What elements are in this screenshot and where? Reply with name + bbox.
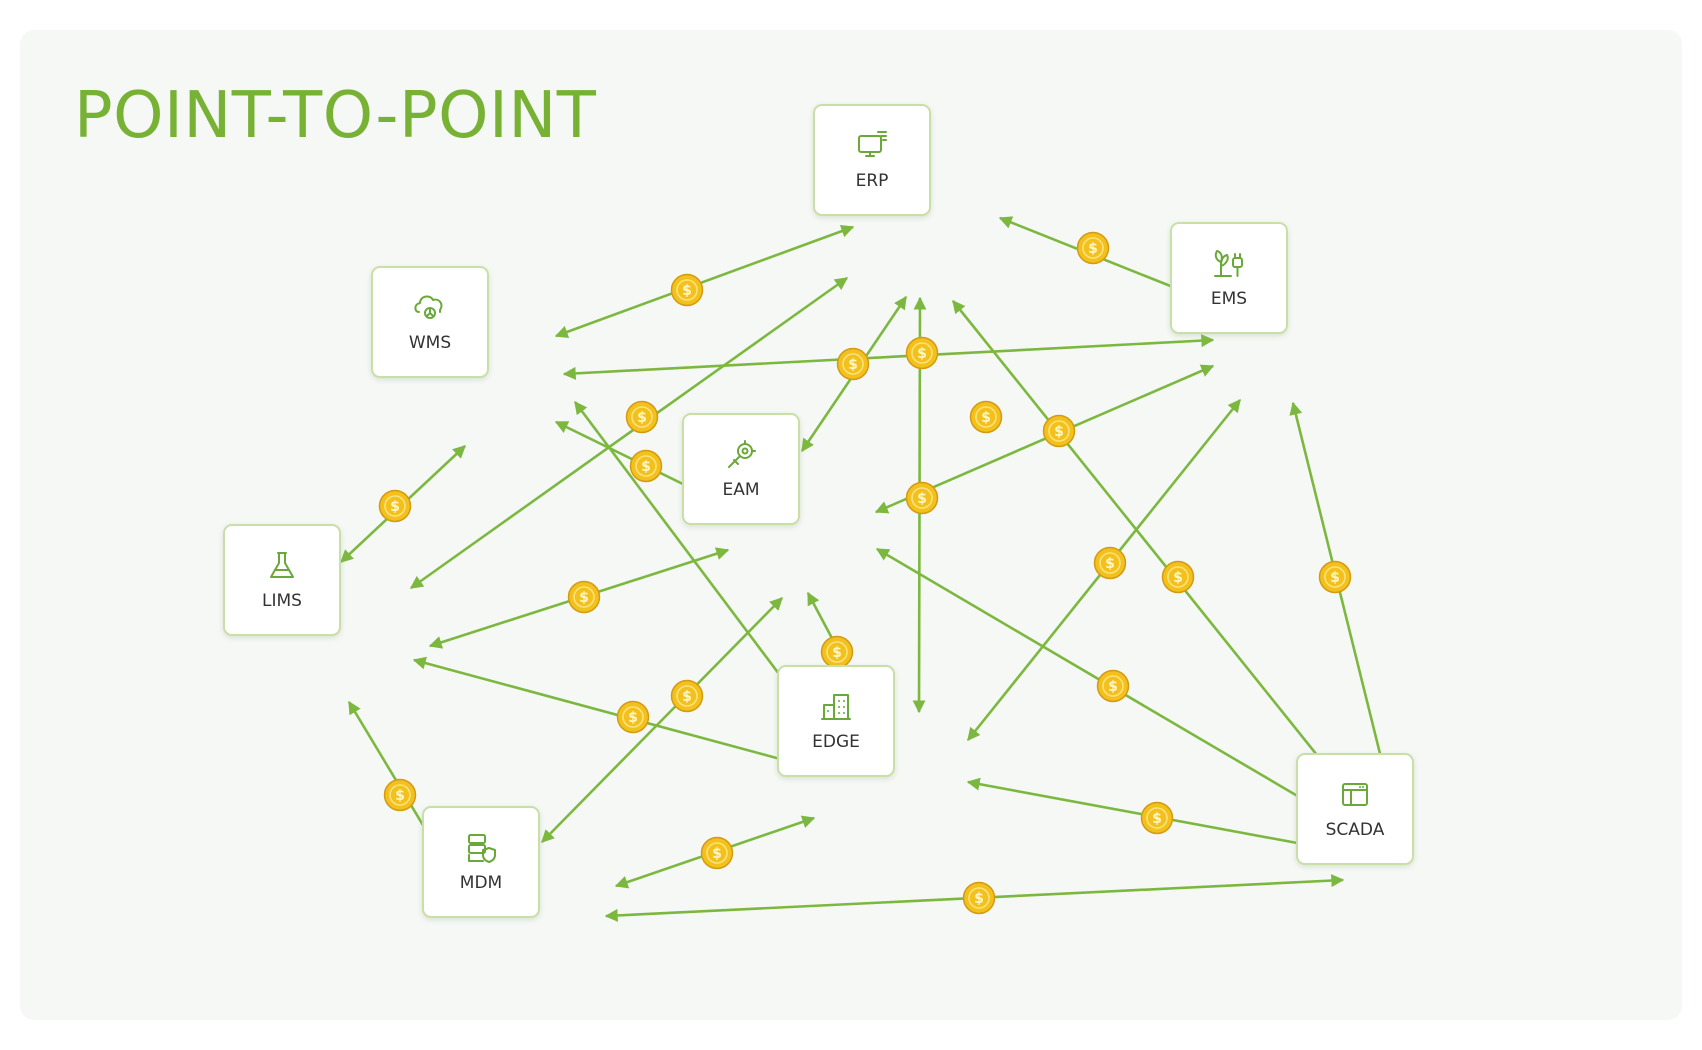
coin-icon: $ (836, 347, 870, 381)
node-eam: EAM (682, 413, 800, 525)
building-icon (821, 694, 851, 720)
connection-arrow (562, 334, 1215, 380)
svg-text:$: $ (1088, 241, 1098, 257)
coin-icon: $ (629, 449, 663, 483)
svg-text:$: $ (712, 846, 722, 862)
node-box (813, 104, 931, 216)
svg-text:$: $ (832, 645, 842, 661)
node-box (777, 665, 895, 777)
connection-arrow (554, 224, 855, 339)
coin-icon: $ (962, 881, 996, 915)
diagram-title: POINT-TO-POINT (74, 79, 597, 153)
coin-icon: $ (1161, 560, 1195, 594)
coin-icon: $ (670, 679, 704, 713)
coin-icon: $ (1140, 801, 1174, 835)
svg-text:$: $ (395, 788, 405, 804)
coin-icon: $ (1096, 669, 1130, 703)
coin-icon: $ (1042, 414, 1076, 448)
node-box (223, 524, 341, 636)
browser-window-icon (1342, 783, 1368, 806)
node-lims: LIMS (223, 524, 341, 636)
node-wms: WMS (371, 266, 489, 378)
node-mdm: MDM (422, 806, 540, 918)
plant-plug-icon (1214, 250, 1243, 277)
monitor-icon (858, 131, 887, 157)
node-label: EDGE (812, 732, 860, 752)
coin-icon: $ (905, 481, 939, 515)
node-edge: EDGE (777, 665, 895, 777)
cost-coins: $ $ $ $ $ $ $ $ $ $ $ $ $ $ $ $ $ $ $ $ $ $ (378, 231, 1352, 915)
node-label: EMS (1211, 289, 1247, 309)
node-erp: ERP (813, 104, 931, 216)
node-label: WMS (409, 333, 451, 353)
svg-text:$: $ (641, 459, 651, 475)
coin-icon: $ (1318, 560, 1352, 594)
node-ems: EMS (1170, 222, 1288, 334)
svg-text:$: $ (682, 689, 692, 705)
svg-text:$: $ (1105, 556, 1115, 572)
node-box (1170, 222, 1288, 334)
node-label: SCADA (1326, 820, 1385, 840)
svg-text:$: $ (579, 590, 589, 606)
system-nodes: ERP EMS WMS EAM LIMS EDGE MDM SCADA (223, 104, 1414, 918)
coin-icon: $ (820, 635, 854, 669)
svg-text:$: $ (628, 710, 638, 726)
node-box (682, 413, 800, 525)
coin-icon: $ (616, 700, 650, 734)
coin-icon: $ (905, 336, 939, 370)
coin-icon: $ (670, 273, 704, 307)
node-label: EAM (722, 480, 759, 500)
cloud-network-icon (414, 295, 443, 319)
node-label: LIMS (262, 591, 302, 611)
coin-icon: $ (700, 836, 734, 870)
svg-text:$: $ (637, 410, 647, 426)
svg-text:$: $ (1173, 570, 1183, 586)
svg-text:$: $ (390, 499, 400, 515)
coin-icon: $ (383, 778, 417, 812)
coin-icon: $ (625, 400, 659, 434)
coin-icon: $ (378, 489, 412, 523)
coin-icon: $ (567, 580, 601, 614)
server-shield-icon (468, 834, 496, 863)
coin-icon: $ (1076, 231, 1110, 265)
node-label: MDM (460, 873, 502, 893)
svg-text:$: $ (1152, 811, 1162, 827)
coin-icon: $ (1093, 546, 1127, 580)
svg-text:$: $ (917, 346, 927, 362)
connection-arrow (951, 299, 1347, 792)
svg-text:$: $ (981, 410, 991, 426)
node-label: ERP (856, 171, 889, 191)
node-box (371, 266, 489, 378)
connection-arrow (541, 597, 783, 843)
node-box (1296, 753, 1414, 865)
svg-text:$: $ (1054, 424, 1064, 440)
svg-text:$: $ (974, 891, 984, 907)
node-scada: SCADA (1296, 753, 1414, 865)
svg-text:$: $ (1330, 570, 1340, 586)
gear-wrench-icon (728, 440, 756, 468)
svg-text:$: $ (848, 357, 858, 373)
svg-text:$: $ (1108, 679, 1118, 695)
flask-icon (270, 552, 294, 578)
connection-arrow (1289, 401, 1396, 804)
coin-icon: $ (969, 400, 1003, 434)
svg-text:$: $ (682, 283, 692, 299)
svg-text:$: $ (917, 491, 927, 507)
